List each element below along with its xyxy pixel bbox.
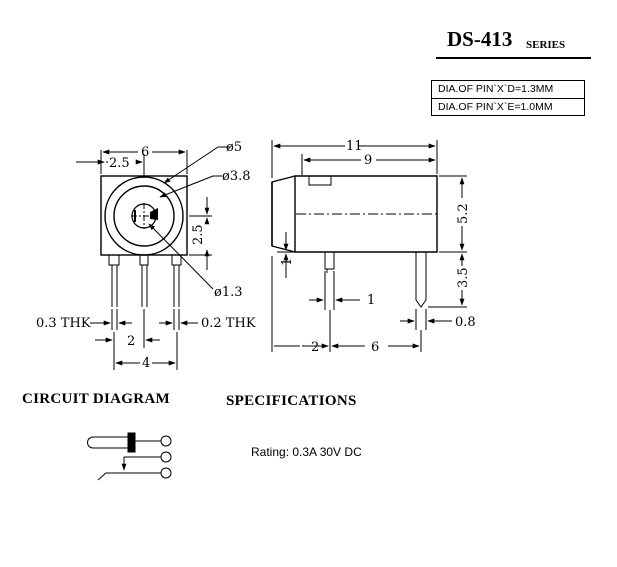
pin-spec-row-d: DIA.OF PIN`X`D=1.3MM bbox=[438, 83, 554, 95]
dim-side-height: 5.2 bbox=[456, 203, 471, 224]
dim-pin-pitch: 2 bbox=[127, 334, 135, 349]
dim-front-width: 6 bbox=[141, 145, 149, 160]
circuit-diagram-heading: CIRCUIT DIAGRAM bbox=[22, 391, 170, 407]
dim-side-pin-width: 1 bbox=[367, 293, 375, 308]
terminal-1 bbox=[160, 435, 172, 447]
dim-side-length: 11 bbox=[346, 139, 363, 154]
side-view bbox=[271, 140, 467, 352]
pin-spec-table: DIA.OF PIN`X`D=1.3MM DIA.OF PIN`X`E=1.0M… bbox=[431, 80, 585, 116]
dim-side-pin-spacing: 6 bbox=[371, 340, 379, 355]
series-label: SERIES bbox=[526, 39, 566, 51]
side-latch bbox=[308, 175, 332, 186]
side-pin-front bbox=[324, 251, 335, 270]
dim-inner-dia: ø3.8 bbox=[222, 169, 251, 184]
front-pin-right bbox=[171, 254, 182, 266]
dim-side-body-length: 9 bbox=[364, 153, 372, 168]
dim-side-pin-length: 3.5 bbox=[456, 267, 471, 288]
dim-thk-left: 0.3 THK bbox=[36, 316, 91, 331]
title-underline bbox=[436, 57, 591, 59]
front-inner-ring bbox=[113, 185, 175, 247]
dim-front-offset: 2.5 bbox=[109, 156, 130, 171]
front-view bbox=[76, 146, 230, 370]
dim-outer-dia: ø5 bbox=[226, 140, 242, 155]
terminal-2 bbox=[160, 451, 172, 463]
side-pin-rear bbox=[415, 252, 427, 308]
rating-text: Rating: 0.3A 30V DC bbox=[251, 445, 362, 459]
plug-symbol bbox=[87, 436, 129, 449]
dim-side-pin-offset: 1 bbox=[280, 258, 295, 266]
pin-spec-row-e: DIA.OF PIN`X`E=1.0MM bbox=[432, 98, 584, 116]
dim-pin-dia: ø1.3 bbox=[214, 285, 243, 300]
terminal-3 bbox=[160, 467, 172, 479]
dim-pin-span: 4 bbox=[142, 356, 150, 371]
front-pin-left bbox=[108, 254, 120, 266]
model-title: DS-413 bbox=[447, 27, 513, 51]
specifications-heading: SPECIFICATIONS bbox=[226, 393, 357, 409]
front-pin-mid bbox=[139, 254, 149, 266]
dim-thk-right: 0.2 THK bbox=[201, 316, 256, 331]
circuit-schematic bbox=[87, 432, 172, 481]
dim-side-front-pin-pos: 2 bbox=[311, 340, 319, 355]
dim-center-height: 2.5 bbox=[191, 224, 206, 245]
side-body-outline bbox=[294, 175, 438, 253]
dim-side-pin-thk: 0.8 bbox=[455, 315, 476, 330]
